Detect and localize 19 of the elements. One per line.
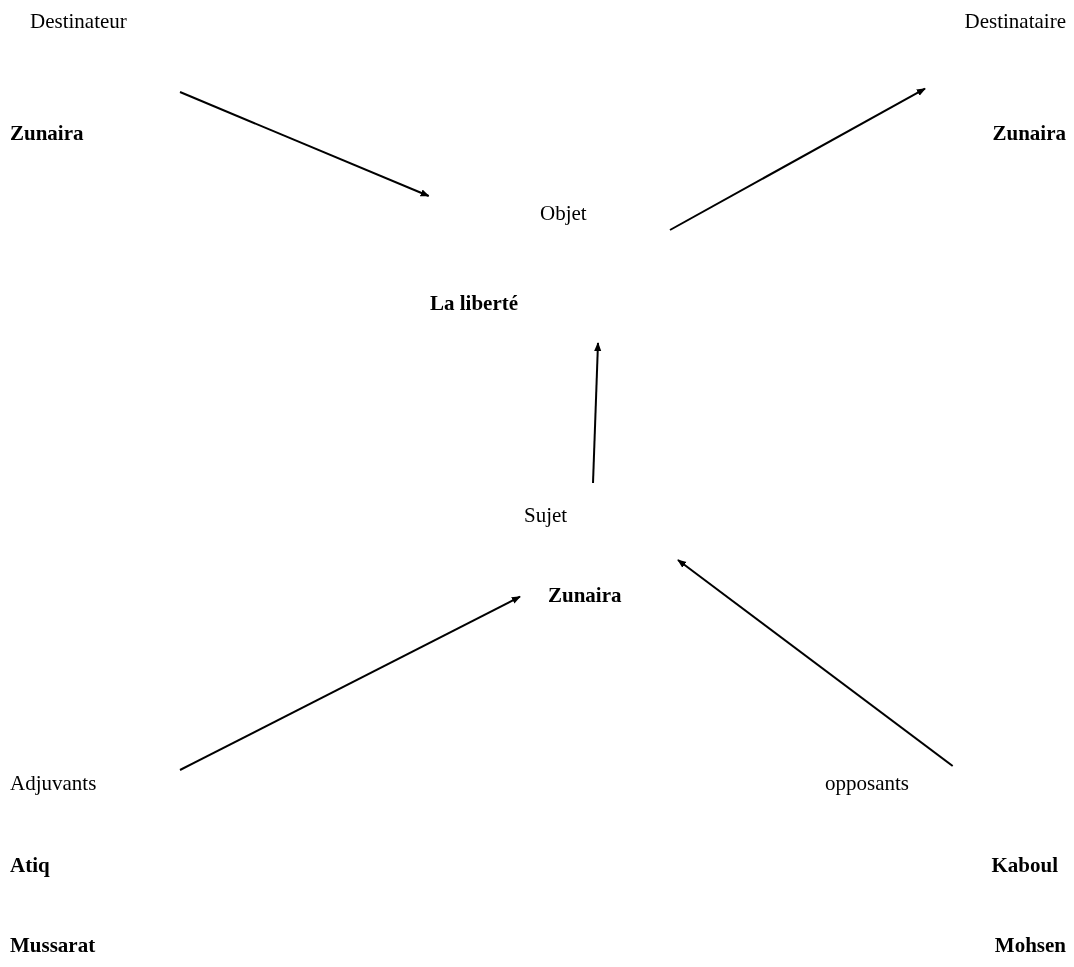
- character-name: Kaboul: [991, 852, 1058, 878]
- role-label: Destinataire: [964, 8, 1066, 34]
- arrow: [592, 342, 602, 484]
- role-label: Destinateur: [30, 8, 127, 34]
- character-name: Zunaira: [10, 120, 84, 146]
- arrow: [179, 595, 521, 771]
- role-label: opposants: [825, 770, 909, 796]
- character-name: La liberté: [430, 290, 519, 316]
- arrow: [179, 91, 430, 197]
- role-label: Objet: [540, 200, 587, 226]
- role-label: Adjuvants: [10, 770, 97, 796]
- character-name: Zunaira: [548, 582, 622, 608]
- character-name: Atiq: [10, 852, 50, 878]
- role-label: Sujet: [524, 502, 568, 528]
- arrow: [677, 559, 954, 767]
- character-name: Mussarat: [10, 932, 96, 958]
- character-name: Mohsen: [994, 932, 1066, 958]
- character-name: Zunaira: [992, 120, 1066, 146]
- arrow: [669, 87, 926, 231]
